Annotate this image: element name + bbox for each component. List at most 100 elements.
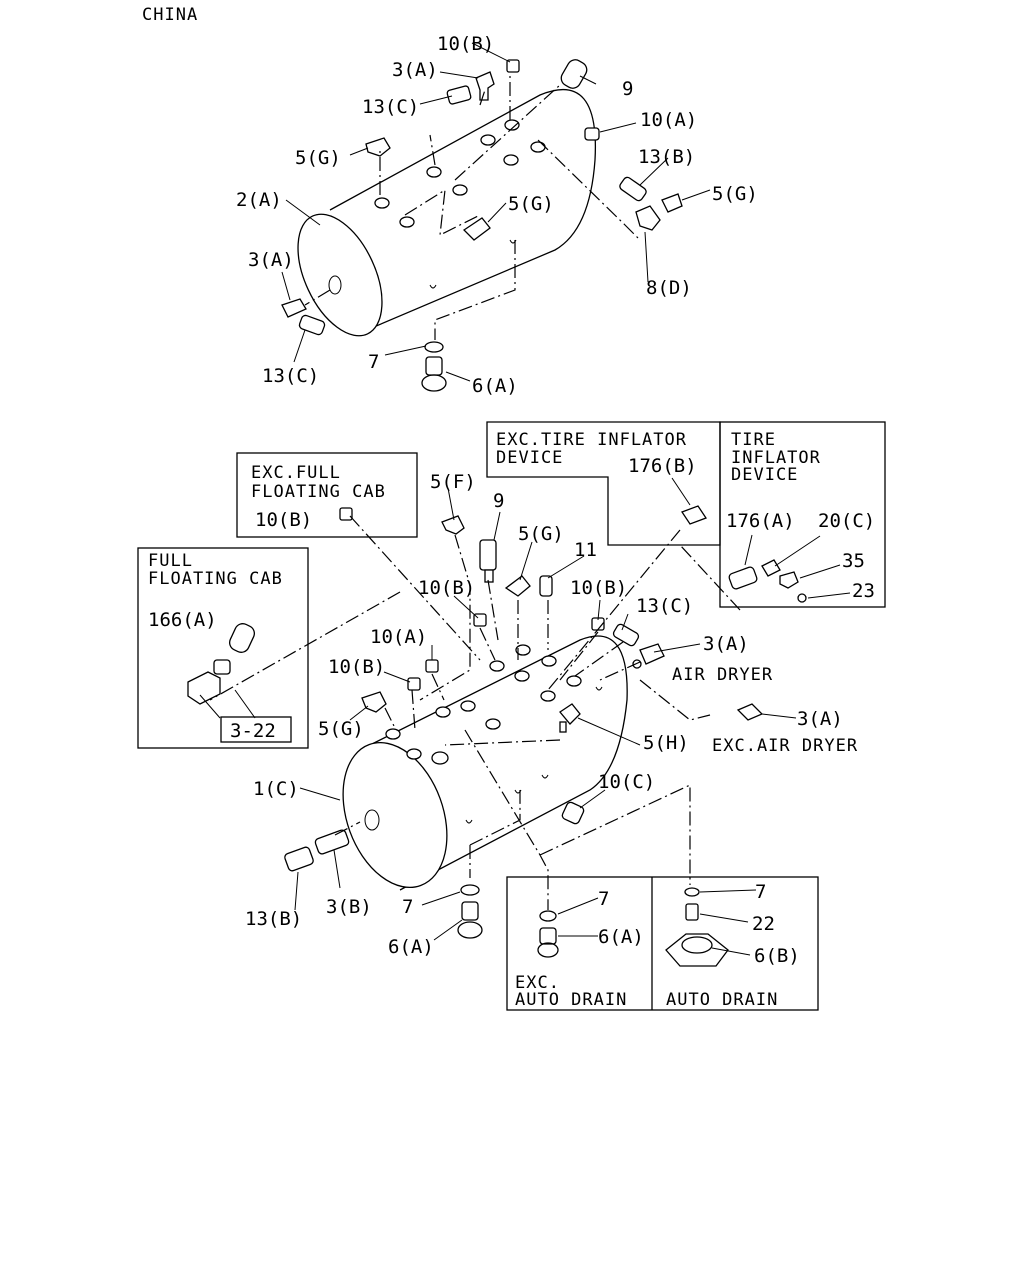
box-title-line2: FLOATING CAB: [251, 482, 386, 502]
washer-7-left: [460, 884, 480, 896]
label-13c: 13(C): [636, 595, 693, 617]
box-full-floating-cab: FULL FLOATING CAB 166(A) 3-22: [137, 547, 309, 749]
label-35: 35: [842, 550, 865, 572]
label-10b-2: 10(B): [570, 577, 627, 599]
label-3b: 3(B): [326, 896, 372, 918]
label-6a-exc-auto-drain: 6(A): [598, 926, 644, 948]
washer-7-top: [424, 341, 444, 353]
box-title-line1: EXC.FULL: [251, 463, 341, 483]
label-3a-exc-air-dryer: 3(A): [797, 708, 843, 730]
label-9: 9: [622, 78, 633, 100]
fitting-3a-air-dryer: [632, 643, 665, 669]
valve-9-top: [560, 59, 588, 89]
label-22: 22: [752, 913, 775, 935]
label-7-auto-drain: 7: [755, 881, 766, 903]
region-label: CHINA: [142, 5, 198, 25]
box-title-auto-drain: AUTO DRAIN: [666, 990, 778, 1010]
fitting-10a: [425, 659, 439, 673]
fitting-10b-top: [506, 59, 520, 73]
label-5g-right: 5(G): [712, 183, 758, 205]
fitting-13b: [284, 846, 314, 872]
drain-6a-left: [457, 901, 483, 939]
note-air-dryer: AIR DRYER: [672, 665, 773, 685]
top-air-tank-assembly: 10(B) 3(A) 13(C) 9 10(A) 5(G) 13(B) 5(G)…: [236, 33, 758, 397]
box-title-line2: AUTO DRAIN: [515, 990, 627, 1010]
label-5g-top: 5(G): [518, 523, 564, 545]
label-20c: 20(C): [818, 510, 875, 532]
fitting-13c-left: [298, 314, 326, 336]
label-5g-left: 5(G): [318, 718, 364, 740]
label-13c: 13(C): [362, 96, 419, 118]
fitting-10a-top: [584, 127, 600, 141]
label-10c: 10(C): [598, 771, 655, 793]
label-176a: 176(A): [726, 510, 795, 532]
label-166a: 166(A): [148, 609, 217, 631]
note-exc-air-dryer: EXC.AIR DRYER: [712, 736, 858, 756]
box-title-line2: DEVICE: [496, 448, 563, 468]
label-10b-1: 10(B): [418, 577, 475, 599]
label-9: 9: [493, 490, 504, 512]
box-drain-options: EXC. AUTO DRAIN AUTO DRAIN: [506, 876, 819, 1011]
label-6b: 6(B): [754, 945, 800, 967]
fitting-5h: [559, 703, 581, 733]
label-3a-air-dryer: 3(A): [703, 633, 749, 655]
label-13b: 13(B): [245, 908, 302, 930]
label-6a: 6(A): [472, 375, 518, 397]
box-title-line3: DEVICE: [731, 465, 798, 485]
label-7: 7: [368, 351, 379, 373]
bottom-air-tank-assembly: EXC.FULL FLOATING CAB 10(B) FULL FLOATIN…: [137, 421, 886, 1011]
box-tire-inflator: TIRE INFLATOR DEVICE 176(A) 20(C) 35 23: [719, 421, 886, 608]
fitting-13b-top: [619, 176, 647, 202]
label-10b-3: 10(B): [328, 656, 385, 678]
elbow-5g-mid: [462, 217, 491, 241]
label-13b: 13(B): [638, 146, 695, 168]
elbow-5g-right: [661, 193, 683, 213]
label-176b: 176(B): [628, 455, 697, 477]
label-3a-left: 3(A): [248, 249, 294, 271]
fitting-11: [539, 575, 553, 597]
label-7-exc-auto-drain: 7: [598, 888, 609, 910]
label-1c: 1(C): [253, 778, 299, 800]
elbow-5g-left: [361, 691, 387, 713]
box-title-line2: FLOATING CAB: [148, 569, 283, 589]
label-13c-left: 13(C): [262, 365, 319, 387]
ref-3-22[interactable]: 3-22: [230, 720, 276, 742]
box-exc-full-floating-cab: EXC.FULL FLOATING CAB 10(B): [236, 452, 418, 538]
label-5f: 5(F): [430, 471, 476, 493]
label-10b-box: 10(B): [255, 509, 312, 531]
tee-8d: [635, 205, 661, 231]
box-title-line2: INFLATOR: [731, 448, 821, 468]
label-2a: 2(A): [236, 189, 282, 211]
label-7-left: 7: [402, 896, 413, 918]
elbow-5f: [441, 515, 465, 535]
box-title-line1: EXC.: [515, 973, 560, 993]
air-tank-1c: [342, 635, 628, 891]
box-title-line1: FULL: [148, 551, 193, 571]
label-10a: 10(A): [640, 109, 697, 131]
air-tank-2a: [297, 89, 597, 337]
label-5g: 5(G): [295, 147, 341, 169]
label-10a: 10(A): [370, 626, 427, 648]
box-title-line1: EXC.TIRE INFLATOR: [496, 430, 687, 450]
label-6a-left: 6(A): [388, 936, 434, 958]
label-23: 23: [852, 580, 875, 602]
fitting-10b-3: [407, 677, 421, 691]
fitting-13c: [612, 623, 640, 647]
label-8d: 8(D): [646, 277, 692, 299]
fitting-13c-top: [446, 85, 472, 105]
label-5h: 5(H): [643, 732, 689, 754]
fitting-10c: [561, 801, 585, 825]
label-11: 11: [574, 539, 597, 561]
fitting-3b: [314, 829, 350, 855]
label-3a: 3(A): [392, 59, 438, 81]
fitting-3a-top: [475, 71, 495, 101]
box-title-line1: TIRE: [731, 430, 776, 450]
elbow-5g-top-left: [365, 137, 391, 157]
drain-6a-top: [421, 356, 447, 392]
fitting-3a-left: [281, 298, 307, 318]
elbow-5g-top: [504, 575, 531, 597]
label-10b: 10(B): [437, 33, 494, 55]
fitting-3a-exc-air-dryer: [736, 703, 764, 721]
valve-9: [479, 539, 497, 583]
